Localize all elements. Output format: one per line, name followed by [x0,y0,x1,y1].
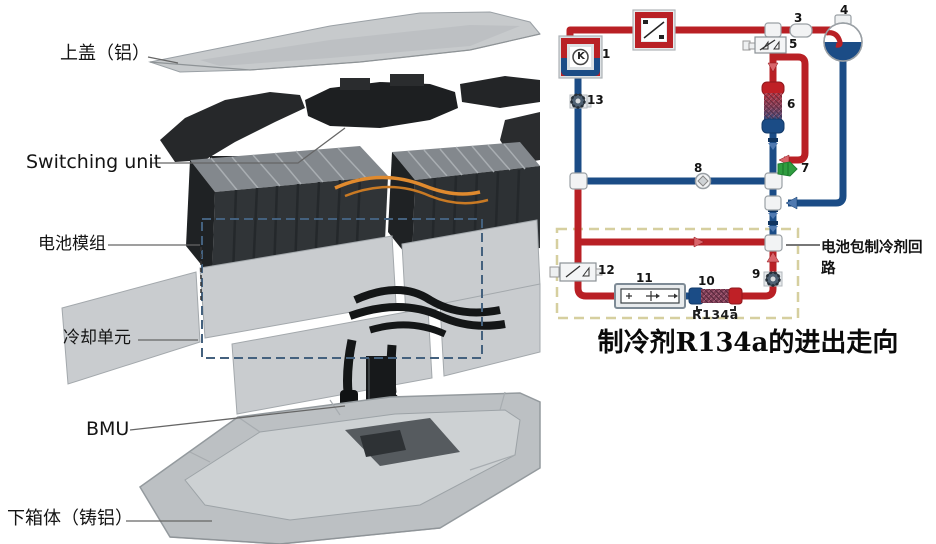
label-switching-unit: Switching unit [26,151,162,173]
condenser-symbol [632,9,676,51]
switching-unit-shape [160,74,540,170]
label-leader-lines [108,56,346,522]
flow-arrows [693,62,798,263]
compressor-k-glyph: K [577,51,585,62]
component-number-8: 8 [694,161,703,175]
label-cooling-unit: 冷却单元 [63,328,131,348]
gear-coupling-13 [569,93,592,109]
pipe-connectors [569,22,783,252]
service-fitting-green [777,161,798,177]
inline-fitting-8 [694,172,712,190]
left-arrow-blue [785,196,798,210]
gear-coupling-9 [763,271,783,287]
refrigerant-circuit [549,9,863,320]
valve-5-symbol [742,36,787,54]
inline-fitting-3 [789,23,813,38]
component-number-7: 7 [801,161,810,175]
component-number-10: 10 [698,274,715,288]
battery-modules-shape [186,142,540,278]
down-arrow [767,62,779,73]
orange-cable [334,175,481,196]
module-selection-dashed-box [201,218,483,359]
component-number-1: 1 [602,47,611,61]
battery-circuit-label: 电池包制冷剂回路 [821,240,923,277]
cooling-plates-shape [61,219,541,418]
r134a-label: R134a [692,307,739,322]
r134a-section-symbol [688,287,743,311]
low-pressure-blue-pipes [574,58,847,300]
component-number-9: 9 [752,267,761,281]
cooling-plate-symbol [614,283,686,309]
label-lower-case: 下箱体（铸铝） [7,508,133,529]
battery-pack-exploded-view [61,11,541,544]
component-number-11: 11 [636,271,653,285]
up-arrow-red [766,251,780,263]
expansion-valve-symbol [549,262,603,282]
right-arrow-red [693,236,705,248]
chiller-cylinder-symbol [761,81,785,134]
top-cover-shape [148,11,541,73]
label-top-cover: 上盖（铝） [60,43,150,64]
component-number-13: 13 [587,93,604,107]
lower-tray-shape [139,391,541,544]
figure-caption: 制冷剂R134a的进出走向 [597,328,899,358]
component-number-5: 5 [789,37,798,51]
component-number-4: 4 [840,3,849,17]
compressor-symbol [558,35,603,79]
label-battery-module: 电池模组 [38,234,106,254]
receiver-tank-symbol [823,14,863,62]
component-number-12: 12 [598,263,615,277]
component-number-6: 6 [787,97,796,111]
pipes [566,26,847,300]
component-number-3: 3 [794,11,803,25]
label-bmu: BMU [86,418,130,440]
